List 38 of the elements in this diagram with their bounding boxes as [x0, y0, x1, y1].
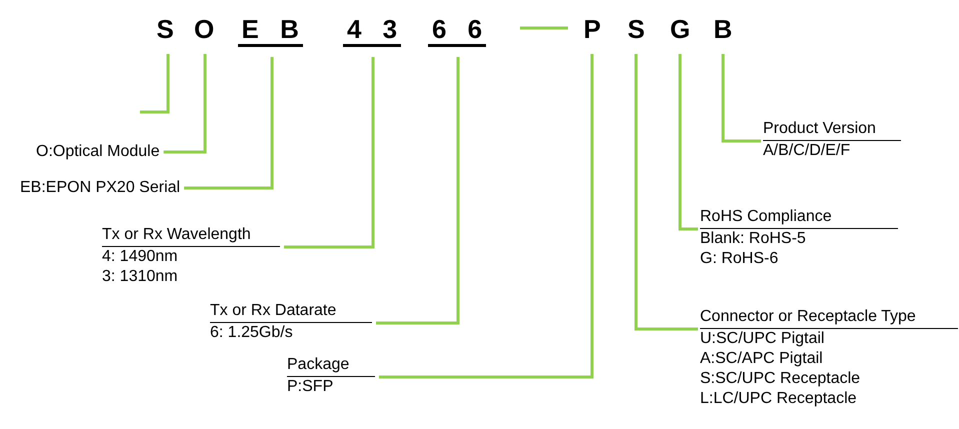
- leader-line: [722, 54, 761, 142]
- leader-line: [634, 54, 698, 330]
- underlined-code-letters: E B: [238, 14, 303, 47]
- description-option: 3: 1310nm: [102, 267, 280, 287]
- code-letter: B: [714, 14, 732, 44]
- code-letter: G: [670, 14, 690, 44]
- leader-line: [284, 57, 374, 248]
- code-letter: P: [584, 14, 601, 44]
- leader-line: [379, 54, 594, 378]
- code-description-block: [700, 306, 958, 409]
- underlined-code-letters: 6 6: [428, 14, 486, 47]
- leader-line: [164, 54, 206, 154]
- description-option: A:SC/APC Pigtail: [700, 349, 958, 369]
- description-heading: Tx or Rx Datarate: [210, 300, 372, 323]
- description-heading: Connector or Receptacle Type: [700, 306, 958, 329]
- leader-line: [140, 54, 170, 114]
- description-heading: Tx or Rx Wavelength: [102, 224, 280, 247]
- description-option: A/B/C/D/E/F: [763, 141, 901, 161]
- code-description: O:Optical Module: [36, 141, 160, 163]
- code-description: EB:EPON PX20 Serial: [20, 177, 180, 199]
- description-option: Blank: RoHS-5: [700, 229, 898, 249]
- description-option: 4: 1490nm: [102, 247, 280, 267]
- underlined-code-letters: 4 3: [343, 14, 402, 47]
- description-option: U:SC/UPC Pigtail: [700, 329, 958, 349]
- code-letter: O: [194, 14, 214, 44]
- description-option: G: RoHS-6: [700, 249, 898, 269]
- description-heading: RoHS Compliance: [700, 206, 898, 229]
- description-heading: Package: [287, 354, 375, 377]
- description-option: 6: 1.25Gb/s: [210, 323, 372, 343]
- leader-line: [376, 57, 460, 324]
- description-option: S:SC/UPC Receptacle: [700, 369, 958, 389]
- description-option: L:LC/UPC Receptacle: [700, 389, 958, 409]
- description-heading: Product Version: [763, 118, 901, 141]
- code-letter: S: [628, 14, 645, 44]
- code-letter: S: [156, 14, 174, 44]
- leader-line: [184, 57, 274, 190]
- leader-line: [678, 54, 698, 230]
- description-option: P:SFP: [287, 377, 375, 397]
